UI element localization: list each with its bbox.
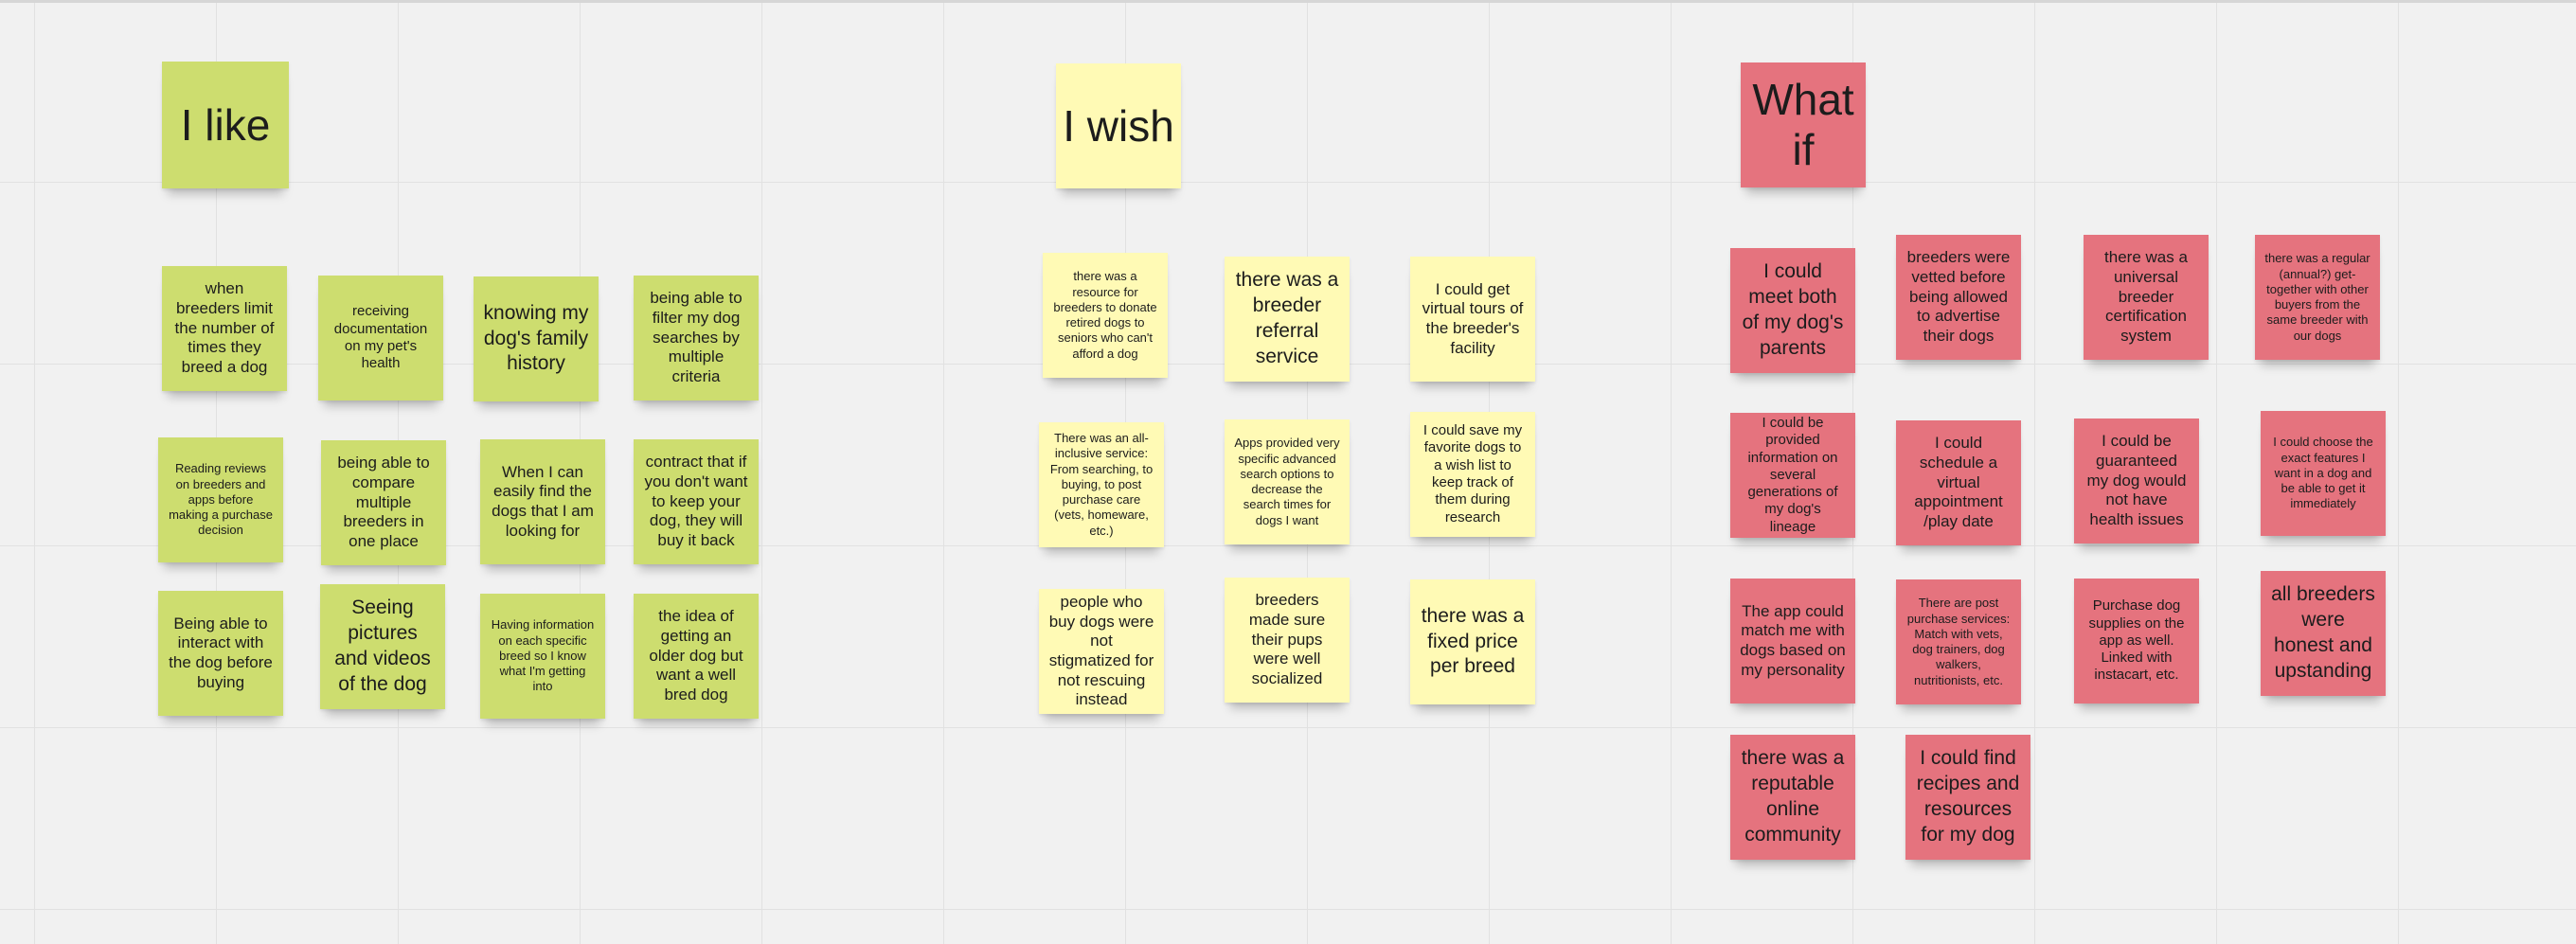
- sticky-note[interactable]: people who buy dogs were not stigmatized…: [1039, 589, 1164, 714]
- sticky-note[interactable]: there was a fixed price per breed: [1410, 579, 1535, 704]
- sticky-note-text: breeders were vetted before being allowe…: [1906, 248, 2011, 346]
- sticky-note-text: being able to filter my dog searches by …: [650, 289, 742, 386]
- sticky-note-text: Apps provided very specific advanced sea…: [1234, 436, 1340, 527]
- sticky-note[interactable]: Having information on each specific bree…: [480, 594, 605, 719]
- sticky-note-text: there was a reputable online community: [1741, 747, 1845, 846]
- sticky-note-text: Purchase dog supplies on the app as well…: [2088, 597, 2185, 684]
- sticky-note-text: receiving documentation on my pet's heal…: [333, 303, 428, 372]
- sticky-note[interactable]: there was a breeder referral service: [1225, 257, 1350, 382]
- sticky-title-like-text: I like: [180, 99, 271, 150]
- sticky-note-text: I could schedule a virtual appointment /…: [1914, 434, 2003, 531]
- sticky-note[interactable]: there was a reputable online community: [1730, 735, 1855, 860]
- sticky-note-text: Being able to interact with the dog befo…: [169, 614, 273, 691]
- sticky-note-text: The app could match me with dogs based o…: [1740, 601, 1846, 679]
- sticky-note-text: breeders made sure their pups were well …: [1248, 591, 1326, 688]
- sticky-note[interactable]: receiving documentation on my pet's heal…: [318, 276, 443, 401]
- sticky-note-text: Reading reviews on breeders and apps bef…: [169, 461, 273, 538]
- sticky-note[interactable]: I could be provided information on sever…: [1730, 413, 1855, 538]
- sticky-note-text: I could choose the exact features I want…: [2273, 435, 2373, 511]
- sticky-note[interactable]: I could get virtual tours of the breeder…: [1410, 257, 1535, 382]
- sticky-note-text: Having information on each specific bree…: [491, 617, 595, 694]
- sticky-title-wish-text: I wish: [1063, 100, 1174, 151]
- sticky-note[interactable]: there was a regular (annual?) get-togeth…: [2255, 235, 2380, 360]
- sticky-title-whatif-text: What if: [1752, 75, 1854, 174]
- sticky-note[interactable]: breeders were vetted before being allowe…: [1896, 235, 2021, 360]
- sticky-note-text: the idea of getting an older dog but wan…: [649, 607, 743, 704]
- sticky-note-text: Seeing pictures and videos of the dog: [334, 597, 431, 695]
- sticky-note-text: all breeders were honest and upstanding: [2271, 583, 2375, 682]
- sticky-note[interactable]: I could choose the exact features I want…: [2261, 411, 2386, 536]
- sticky-note-text: There are post purchase services: Match …: [1906, 596, 2011, 687]
- sticky-note-text: there was a breeder referral service: [1235, 269, 1339, 367]
- sticky-note[interactable]: I could meet both of my dog's parents: [1730, 248, 1855, 373]
- sticky-note-text: I could be guaranteed my dog would not h…: [2086, 432, 2187, 529]
- sticky-note-text: there was a regular (annual?) get-togeth…: [2264, 251, 2370, 343]
- sticky-note-text: there was a universal breeder certificat…: [2104, 248, 2188, 346]
- sticky-note-text: knowing my dog's family history: [483, 301, 589, 375]
- sticky-note[interactable]: there was a resource for breeders to don…: [1043, 253, 1168, 378]
- sticky-note-text: there was a resource for breeders to don…: [1053, 269, 1157, 361]
- sticky-note[interactable]: There are post purchase services: Match …: [1896, 579, 2021, 704]
- sticky-title-like[interactable]: I like: [162, 62, 289, 188]
- sticky-note-text: I could find recipes and resources for m…: [1916, 747, 2020, 846]
- sticky-note[interactable]: Apps provided very specific advanced sea…: [1225, 419, 1350, 544]
- sticky-note-text: there was a fixed price per breed: [1421, 604, 1525, 678]
- sticky-note[interactable]: Reading reviews on breeders and apps bef…: [158, 437, 283, 562]
- sticky-note-text: when breeders limit the number of times …: [174, 279, 275, 377]
- sticky-note[interactable]: I could find recipes and resources for m…: [1905, 735, 2030, 860]
- sticky-note-text: contract that if you don't want to keep …: [644, 453, 748, 550]
- sticky-note[interactable]: I could schedule a virtual appointment /…: [1896, 420, 2021, 545]
- sticky-note[interactable]: the idea of getting an older dog but wan…: [634, 594, 759, 719]
- sticky-note[interactable]: Purchase dog supplies on the app as well…: [2074, 579, 2199, 704]
- sticky-note[interactable]: Being able to interact with the dog befo…: [158, 591, 283, 716]
- sticky-note[interactable]: being able to compare multiple breeders …: [321, 440, 446, 565]
- sticky-note[interactable]: When I can easily find the dogs that I a…: [480, 439, 605, 564]
- sticky-note[interactable]: I could save my favorite dogs to a wish …: [1410, 412, 1535, 537]
- sticky-note-text: I could get virtual tours of the breeder…: [1422, 279, 1524, 357]
- whiteboard-canvas[interactable]: I like when breeders limit the number of…: [0, 3, 2576, 944]
- sticky-note[interactable]: being able to filter my dog searches by …: [634, 276, 759, 401]
- sticky-note[interactable]: knowing my dog's family history: [474, 276, 599, 401]
- sticky-note[interactable]: contract that if you don't want to keep …: [634, 439, 759, 564]
- sticky-note-text: people who buy dogs were not stigmatized…: [1048, 592, 1154, 709]
- sticky-note[interactable]: Seeing pictures and videos of the dog: [320, 584, 445, 709]
- sticky-note-text: When I can easily find the dogs that I a…: [492, 462, 594, 540]
- sticky-note[interactable]: I could be guaranteed my dog would not h…: [2074, 419, 2199, 543]
- sticky-note[interactable]: when breeders limit the number of times …: [162, 266, 287, 391]
- sticky-note-text: There was an all-inclusive service: From…: [1049, 431, 1154, 538]
- sticky-note[interactable]: there was a universal breeder certificat…: [2084, 235, 2209, 360]
- sticky-note-text: I could meet both of my dog's parents: [1742, 260, 1844, 359]
- sticky-title-whatif[interactable]: What if: [1741, 62, 1866, 187]
- sticky-note[interactable]: There was an all-inclusive service: From…: [1039, 422, 1164, 547]
- sticky-note-text: I could save my favorite dogs to a wish …: [1422, 422, 1523, 525]
- sticky-note-text: being able to compare multiple breeders …: [337, 454, 430, 551]
- sticky-note[interactable]: breeders made sure their pups were well …: [1225, 578, 1350, 703]
- sticky-note-text: I could be provided information on sever…: [1747, 414, 1838, 535]
- sticky-note[interactable]: all breeders were honest and upstanding: [2261, 571, 2386, 696]
- sticky-note[interactable]: The app could match me with dogs based o…: [1730, 579, 1855, 704]
- sticky-title-wish[interactable]: I wish: [1056, 63, 1181, 188]
